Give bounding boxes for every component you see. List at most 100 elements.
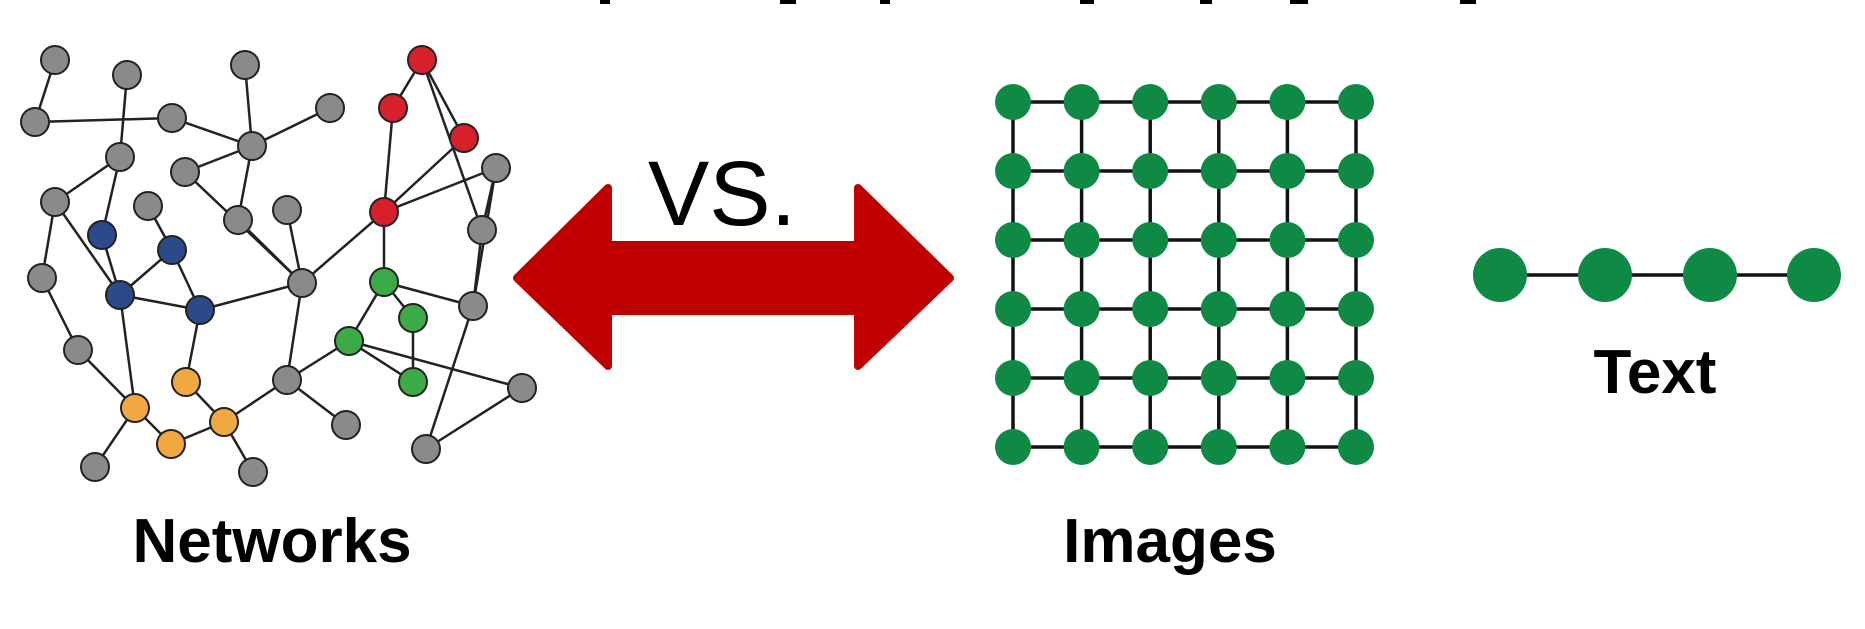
network-node-gray xyxy=(331,410,361,440)
grid-node xyxy=(1269,84,1306,120)
text-chain-node xyxy=(1473,248,1527,302)
grid-node xyxy=(1200,360,1237,396)
grid-node xyxy=(1269,291,1306,327)
grid-node xyxy=(1132,153,1169,189)
images-label: Images xyxy=(1063,507,1277,576)
network-node-red xyxy=(378,93,408,123)
network-node-orange xyxy=(209,407,239,437)
network-graph xyxy=(20,45,537,487)
network-edge xyxy=(382,107,395,213)
text-chain-node xyxy=(1578,248,1632,302)
grid-node xyxy=(1269,153,1306,189)
grid-node xyxy=(995,84,1031,120)
network-edge xyxy=(53,201,122,296)
network-edge xyxy=(425,386,523,451)
network-node-blue xyxy=(185,295,215,325)
grid-node xyxy=(1338,429,1374,465)
grid-node xyxy=(995,360,1031,396)
grid-node xyxy=(1338,84,1374,120)
grid-node xyxy=(1063,84,1100,120)
network-node-gray xyxy=(157,103,187,133)
text-chain-node xyxy=(1683,248,1737,302)
grid-node xyxy=(1338,153,1374,189)
grid-node xyxy=(1063,222,1100,258)
grid-node xyxy=(1200,222,1237,258)
network-edge xyxy=(285,282,304,381)
text-chain xyxy=(1473,248,1841,302)
network-node-green-light xyxy=(369,267,399,297)
network-node-orange xyxy=(156,429,186,459)
grid-node xyxy=(995,291,1031,327)
grid-node xyxy=(995,429,1031,465)
grid-node xyxy=(1132,84,1169,120)
network-node-gray xyxy=(170,157,200,187)
network-node-blue xyxy=(105,280,135,310)
grid-node xyxy=(1132,429,1169,465)
network-edge xyxy=(199,281,303,312)
network-node-gray xyxy=(20,107,50,137)
network-node-red xyxy=(407,45,437,75)
network-node-gray xyxy=(238,457,268,487)
network-node-gray xyxy=(112,60,142,90)
network-edge xyxy=(348,339,523,390)
network-node-gray xyxy=(411,434,441,464)
network-node-gray xyxy=(458,291,488,321)
network-edge xyxy=(424,305,475,450)
network-node-green-light xyxy=(398,303,428,333)
grid-node xyxy=(1063,291,1100,327)
network-node-red xyxy=(369,197,399,227)
grid-node xyxy=(1269,222,1306,258)
network-edge xyxy=(301,211,385,284)
network-node-gray xyxy=(287,268,317,298)
grid-node xyxy=(1063,429,1100,465)
grid-node xyxy=(1338,360,1374,396)
grid-node xyxy=(1063,360,1100,396)
grid-node xyxy=(1269,360,1306,396)
network-node-green-light xyxy=(398,367,428,397)
network-node-gray xyxy=(63,335,93,365)
network-node-gray xyxy=(272,365,302,395)
grid-node xyxy=(995,153,1031,189)
network-node-gray xyxy=(40,45,70,75)
grid-node xyxy=(1200,84,1237,120)
network-edge xyxy=(34,116,173,124)
network-node-blue xyxy=(157,235,187,265)
vs-label: VS. xyxy=(648,143,796,245)
double-arrow xyxy=(513,184,954,370)
network-node-gray xyxy=(272,195,302,225)
image-grid xyxy=(995,84,1374,465)
grid-node xyxy=(1200,291,1237,327)
network-node-green-light xyxy=(334,326,364,356)
grid-node xyxy=(1338,222,1374,258)
cropped-heading-fragments xyxy=(600,0,1476,4)
network-node-gray xyxy=(237,131,267,161)
network-node-gray xyxy=(230,50,260,80)
network-node-gray xyxy=(507,373,537,403)
network-node-blue xyxy=(87,220,117,250)
grid-node xyxy=(1132,291,1169,327)
network-nodes xyxy=(20,45,537,487)
text-chain-node xyxy=(1787,248,1841,302)
grid-node xyxy=(1269,429,1306,465)
network-node-gray xyxy=(40,187,70,217)
grid-lines xyxy=(1011,100,1358,449)
network-node-gray xyxy=(467,215,497,245)
grid-node xyxy=(1338,291,1374,327)
network-node-gray xyxy=(315,93,345,123)
network-node-red xyxy=(449,123,479,153)
grid-node xyxy=(1200,429,1237,465)
grid-node xyxy=(1200,153,1237,189)
network-edges xyxy=(33,59,523,473)
network-node-gray xyxy=(223,205,253,235)
grid-nodes xyxy=(995,84,1374,465)
grid-node xyxy=(1132,222,1169,258)
grid-node xyxy=(1132,360,1169,396)
text-label: Text xyxy=(1594,338,1717,407)
grid-node xyxy=(1063,153,1100,189)
network-node-gray xyxy=(481,153,511,183)
network-node-gray xyxy=(133,191,163,221)
network-node-orange xyxy=(120,393,150,423)
network-node-gray xyxy=(105,142,135,172)
network-node-gray xyxy=(80,452,110,482)
